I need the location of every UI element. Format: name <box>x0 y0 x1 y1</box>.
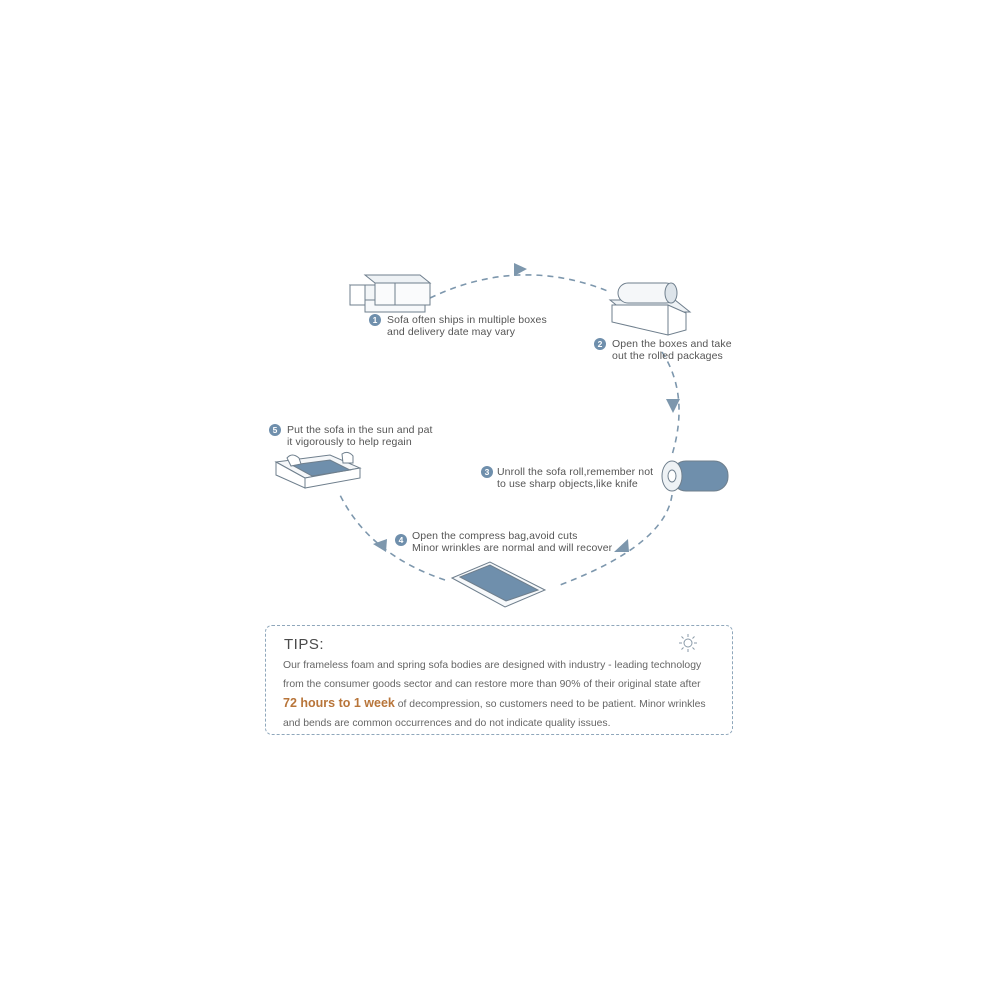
step-1-number: 1 <box>369 314 381 326</box>
open-box-roll-icon <box>608 282 692 336</box>
step-4-number: 4 <box>395 534 407 546</box>
tips-body: Our frameless foam and spring sofa bodie… <box>283 657 723 733</box>
cycle-path <box>339 274 680 586</box>
sofa-pat-icon <box>274 451 362 489</box>
step-3-number: 3 <box>481 466 493 478</box>
boxes-icon <box>348 274 432 313</box>
arrow-3 <box>614 539 629 552</box>
arrow-2 <box>666 399 680 413</box>
tips-body-before: Our frameless foam and spring sofa bodie… <box>283 660 702 690</box>
tips-highlight: 72 hours to 1 week <box>283 696 395 710</box>
tips-box: TIPS: Our frameless foam and spring sofa… <box>265 625 733 735</box>
sofa-roll-icon <box>661 460 729 492</box>
step-5-number: 5 <box>269 424 281 436</box>
step-2-number: 2 <box>594 338 606 350</box>
sun-icon <box>679 634 697 652</box>
arrow-4 <box>373 539 387 552</box>
tips-title: TIPS: <box>284 636 325 653</box>
tips-body-after: of decompression, so customers need to b… <box>283 699 706 729</box>
arrow-1 <box>514 263 527 276</box>
compress-bag-icon <box>450 561 547 608</box>
cycle-arrows <box>373 263 680 552</box>
